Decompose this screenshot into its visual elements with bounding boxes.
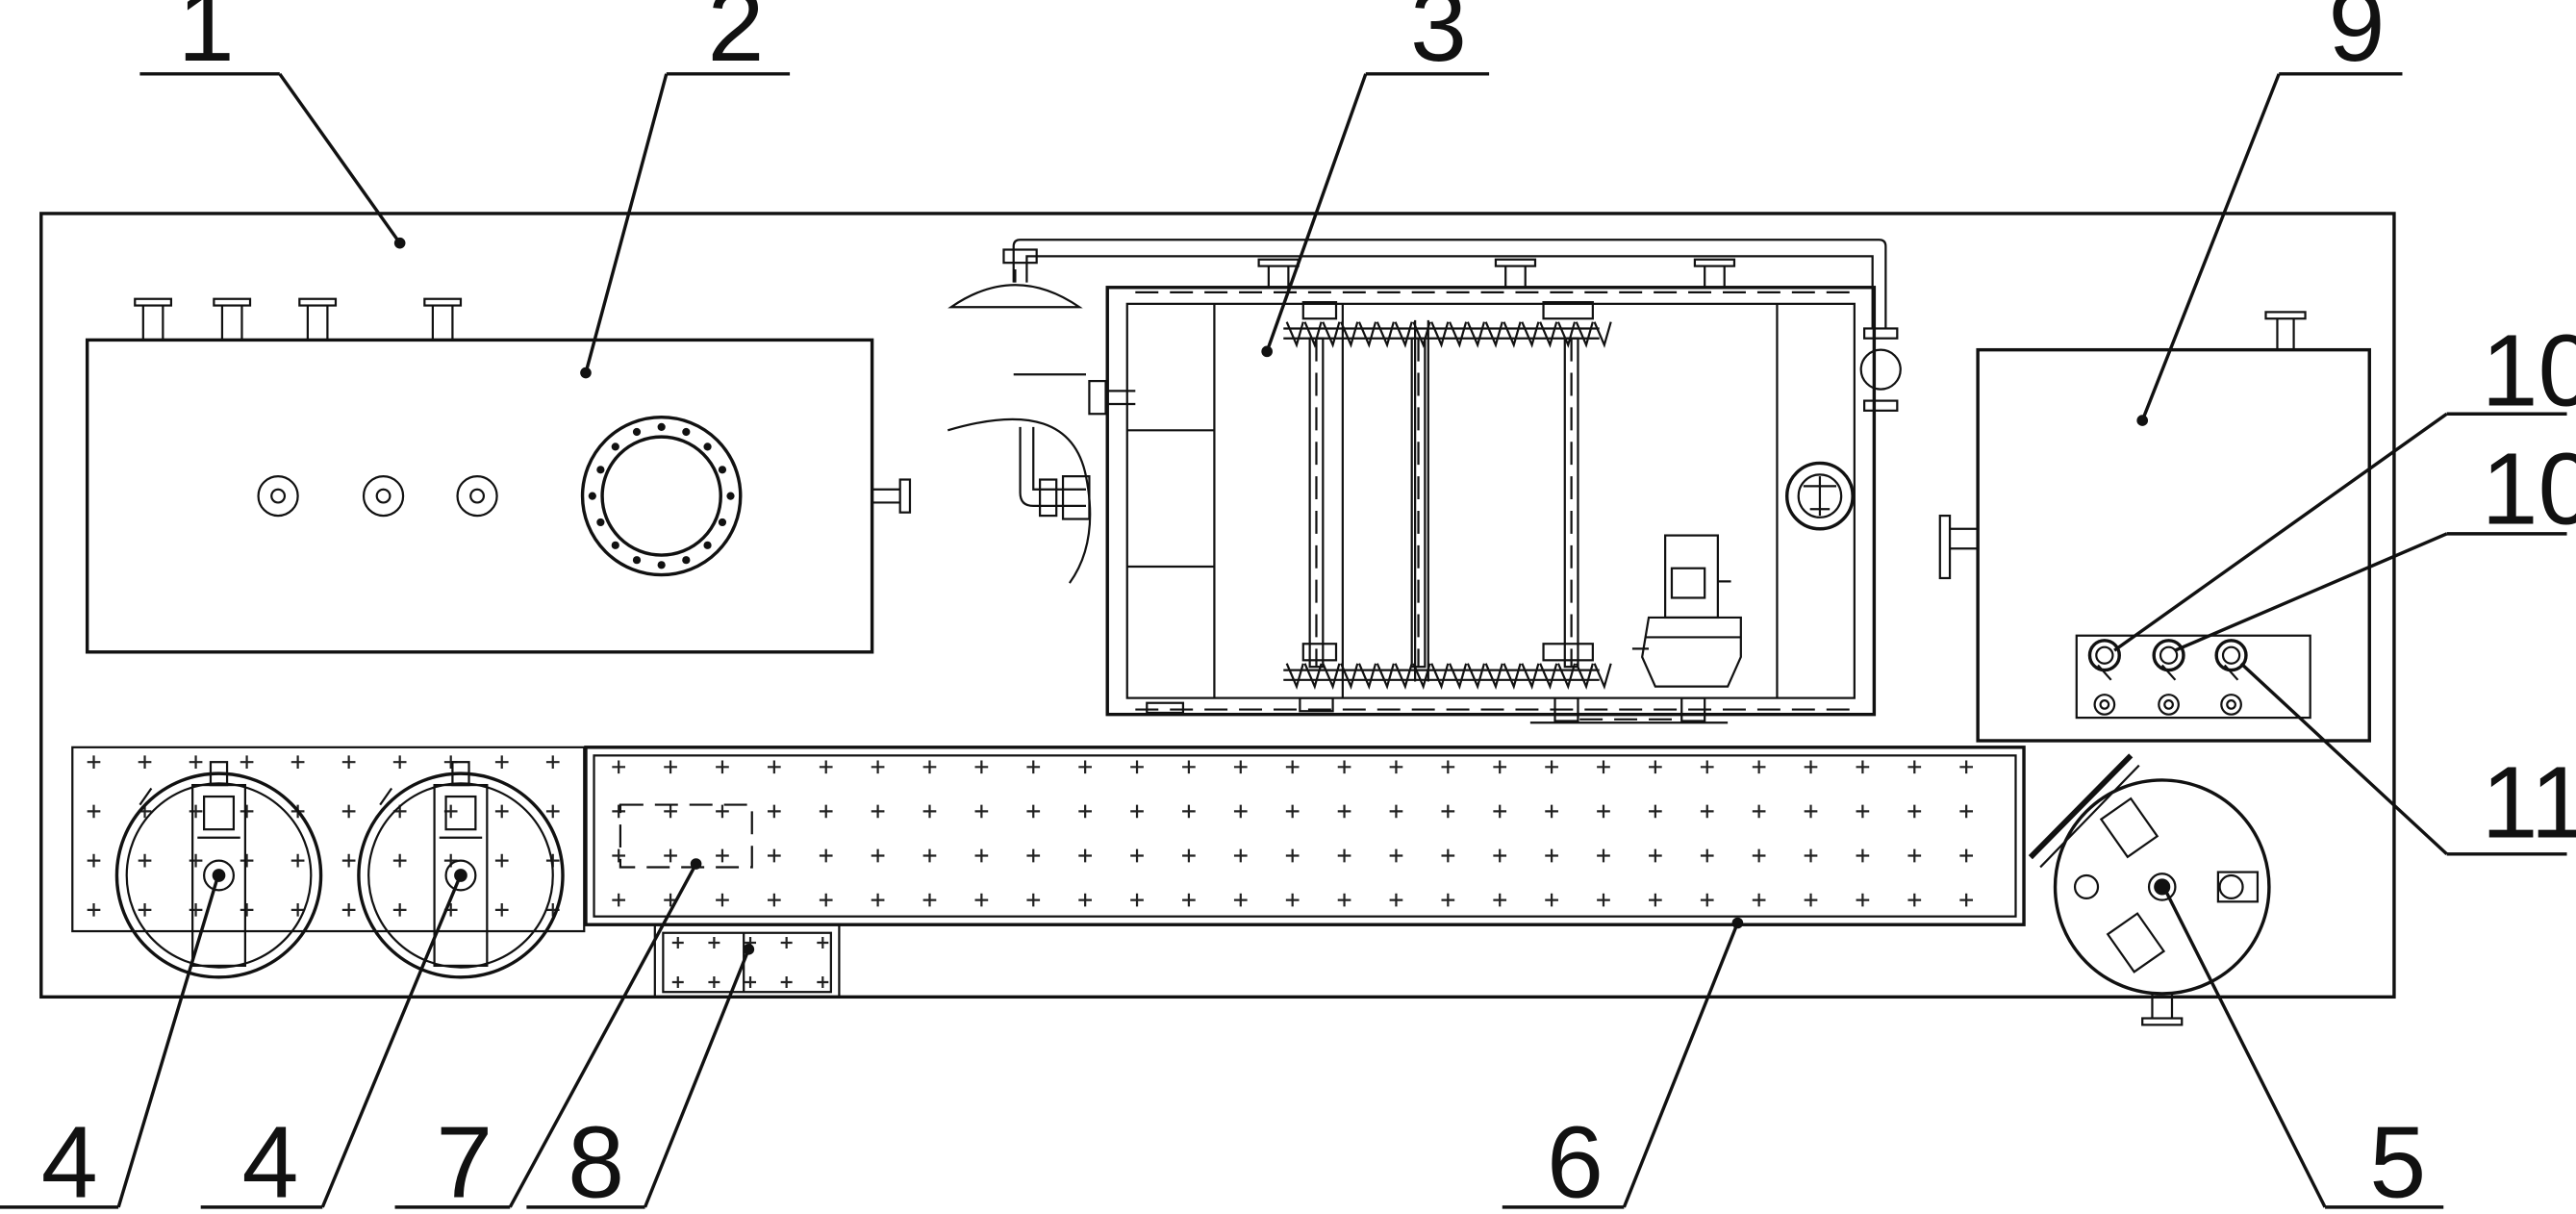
label-4-right: 4 bbox=[241, 1106, 298, 1214]
label-11: 11 bbox=[2482, 746, 2576, 860]
filter-tank-3 bbox=[947, 239, 1902, 724]
platform-4 bbox=[71, 746, 586, 933]
trough-6 bbox=[584, 746, 2026, 926]
label-6: 6 bbox=[1547, 1106, 1604, 1214]
label-4-left: 4 bbox=[41, 1106, 98, 1214]
trough-pattern bbox=[612, 760, 1974, 907]
label-8: 8 bbox=[568, 1106, 624, 1214]
pump-row bbox=[2087, 639, 2248, 716]
grating-pattern bbox=[87, 755, 560, 917]
vessel-2 bbox=[85, 297, 912, 654]
skid-frame bbox=[39, 212, 2396, 999]
label-1: 1 bbox=[178, 0, 235, 83]
labels: 1 2 3 9 10 10 11 4 4 7 8 6 5 bbox=[41, 0, 2576, 1214]
round-unit-4-right bbox=[357, 761, 565, 979]
sump-8 bbox=[653, 923, 841, 999]
label-2: 2 bbox=[708, 0, 765, 83]
chain-scraper-conveyor bbox=[1283, 301, 1612, 690]
label-3: 3 bbox=[1410, 0, 1467, 83]
label-5: 5 bbox=[2369, 1106, 2426, 1214]
round-unit-4-left bbox=[114, 761, 323, 979]
tank-9 bbox=[1938, 311, 2371, 743]
label-10-upper: 10 bbox=[2482, 315, 2576, 428]
label-10-lower: 10 bbox=[2482, 433, 2576, 546]
leader-lines bbox=[0, 72, 2567, 1209]
drum-5 bbox=[2028, 753, 2271, 1026]
label-7: 7 bbox=[436, 1106, 492, 1214]
label-9: 9 bbox=[2328, 0, 2385, 83]
